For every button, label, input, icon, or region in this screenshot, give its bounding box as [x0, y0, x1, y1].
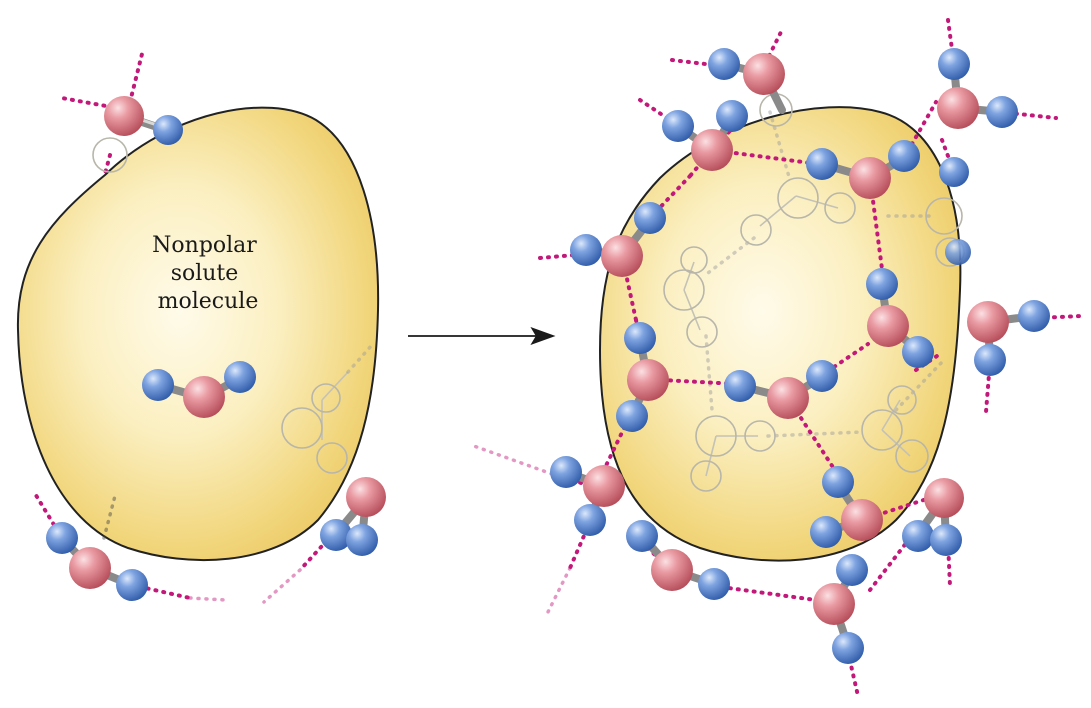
hydrogen-atom: [616, 400, 648, 432]
solute-label-line-1: Nonpolar: [152, 233, 257, 258]
oxygen-atom: [651, 549, 693, 591]
water-molecule-left-bottom: [46, 522, 148, 601]
hydrogen-atom: [346, 524, 378, 556]
hydrogen-atom: [939, 157, 969, 187]
oxygen-atom: [767, 377, 809, 419]
water-molecule-left-middle: [142, 361, 256, 418]
hydrogen-atom: [570, 234, 602, 266]
hydrogen-atom: [945, 239, 971, 265]
hydrogen-atom: [832, 632, 864, 664]
oxygen-atom: [743, 53, 785, 95]
hydrogen-atom: [938, 48, 970, 80]
oxygen-atom: [867, 305, 909, 347]
oxygen-atom: [691, 129, 733, 171]
hydrogen-atom: [810, 516, 842, 548]
hydrogen-atom: [142, 369, 174, 401]
solute-label-line-2: solute: [171, 261, 239, 286]
solute-label: Nonpolar solute molecule: [152, 233, 264, 314]
hydrogen-atom: [550, 456, 582, 488]
hydrogen-atom: [574, 504, 606, 536]
water-molecule-left-top: [104, 96, 183, 145]
oxygen-atom: [967, 301, 1009, 343]
water-molecule-right-bottom-right: [902, 478, 964, 556]
water-molecule-right-side-top: [939, 157, 971, 265]
water-molecule-right-center: [724, 360, 838, 419]
oxygen-atom: [583, 465, 625, 507]
oxygen-atom: [183, 376, 225, 418]
water-molecule-right-bottom-far-left: [626, 520, 730, 600]
water-molecule-right-bottom-mid: [810, 466, 883, 548]
hydrogen-atom: [724, 370, 756, 402]
water-molecule-right-top-left-2: [662, 100, 748, 171]
hydrogen-atom: [624, 322, 656, 354]
hydrogen-atom: [1018, 300, 1050, 332]
water-molecule-right-top-left: [708, 48, 786, 114]
oxygen-atom: [841, 499, 883, 541]
hydrogen-atom: [698, 568, 730, 600]
hydrogen-atom: [716, 100, 748, 132]
hydrogen-atom: [634, 202, 666, 234]
hydrogen-atom: [902, 336, 934, 368]
oxygen-atom: [849, 157, 891, 199]
left-panel: Nonpolar solute molecule: [16, 52, 386, 604]
hydrogen-atom: [662, 110, 694, 142]
hydrogen-atom: [806, 360, 838, 392]
hydrogen-atom: [866, 268, 898, 300]
hydrogen-atom: [888, 140, 920, 172]
ghost-waters-right: [663, 93, 965, 492]
water-molecule-right-far-right: [967, 300, 1050, 376]
water-molecule-right-top-right: [937, 48, 1018, 129]
hydrogen-atom: [836, 554, 868, 586]
hydrogen-atom: [224, 361, 256, 393]
oxygen-atom: [601, 235, 643, 277]
water-molecule-right-upper-mid: [806, 140, 920, 199]
hydrogen-atom: [46, 522, 78, 554]
hydrogen-atom: [153, 115, 183, 145]
water-molecule-right-bottom-left: [550, 456, 625, 536]
water-molecule-right-center-right: [866, 268, 934, 368]
water-molecule-left-right: [320, 477, 386, 556]
oxygen-atom: [937, 87, 979, 129]
solute-label-line-3: molecule: [158, 289, 259, 314]
hydrogen-atom: [930, 524, 962, 556]
solute-molecule-left: [16, 106, 380, 562]
hydrogen-atom: [902, 520, 934, 552]
water-molecule-right-left: [570, 202, 666, 277]
water-molecule-right-mid-left: [616, 322, 669, 432]
hydrogen-atom: [626, 520, 658, 552]
hydrogen-atom: [320, 519, 352, 551]
oxygen-atom: [69, 547, 111, 589]
oxygen-atom: [924, 478, 964, 518]
oxygen-atom: [627, 359, 669, 401]
hydrogen-atom: [974, 344, 1006, 376]
solute-molecule-right: [598, 106, 962, 562]
hydrogen-atom: [116, 569, 148, 601]
hydrogen-atom: [806, 148, 838, 180]
right-panel: [472, 18, 1084, 698]
oxygen-atom: [346, 477, 386, 517]
hydrogen-atom: [708, 48, 740, 80]
hydrogen-atom: [822, 466, 854, 498]
oxygen-atom: [104, 96, 144, 136]
water-molecule-right-bottom: [813, 554, 868, 664]
hydrogen-atom: [986, 96, 1018, 128]
oxygen-atom: [813, 583, 855, 625]
ghost-water-left: [92, 137, 374, 540]
